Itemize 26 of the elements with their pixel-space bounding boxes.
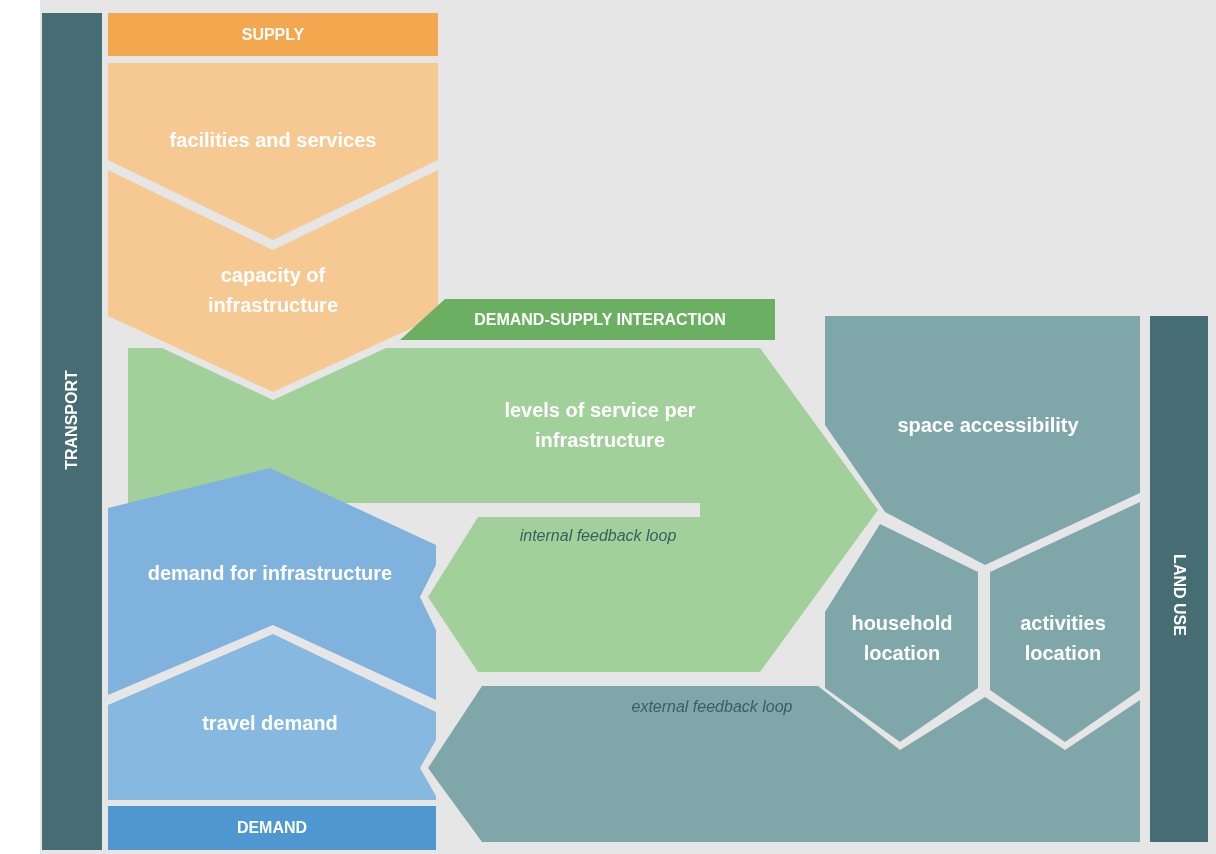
vertical-bar bbox=[42, 13, 102, 850]
section-title: LAND USE bbox=[1170, 554, 1189, 636]
chevron-shape bbox=[108, 63, 438, 240]
chevron-shape bbox=[108, 170, 438, 392]
pentagon-shape bbox=[990, 502, 1140, 742]
header-bar bbox=[400, 299, 775, 340]
shape-label: levels of service per infrastructure bbox=[503, 398, 697, 453]
shape-label: space accessibility bbox=[896, 413, 1080, 438]
chevron-shape bbox=[108, 468, 436, 700]
section-title: DEMAND bbox=[235, 818, 309, 838]
section-title: TRANSPORT bbox=[62, 370, 81, 470]
shape-label: facilities and services bbox=[168, 128, 378, 153]
chevron-shape bbox=[108, 634, 436, 800]
shape-label: demand for infrastructure bbox=[146, 561, 394, 586]
pentagon-shape bbox=[825, 524, 978, 742]
loop-label: external feedback loop bbox=[630, 697, 794, 717]
header-bar bbox=[108, 13, 438, 56]
section-title: SUPPLY bbox=[240, 25, 306, 45]
shape-label: activities location bbox=[1019, 611, 1107, 666]
shape-label: capacity of infrastructure bbox=[207, 263, 339, 318]
loop-label: internal feedback loop bbox=[518, 526, 678, 546]
shape-label: travel demand bbox=[201, 711, 339, 736]
section-title: DEMAND-SUPPLY INTERACTION bbox=[473, 310, 727, 330]
vertical-bar bbox=[1150, 316, 1208, 842]
header-bar bbox=[108, 806, 436, 850]
shape-label: household location bbox=[850, 611, 954, 666]
